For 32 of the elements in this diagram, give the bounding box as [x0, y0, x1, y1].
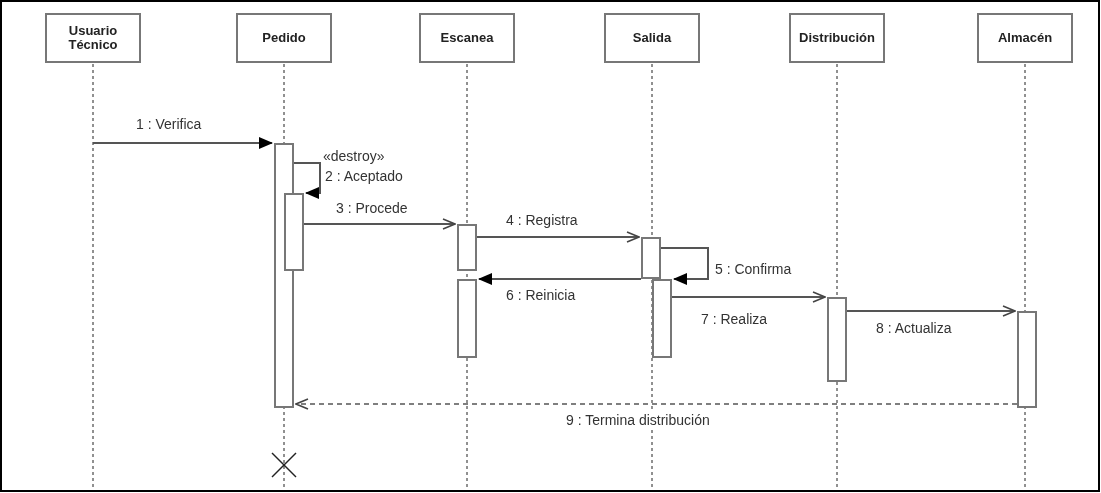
- edge-label: 6 : Reinicia: [505, 287, 577, 303]
- edge-label: 1 : Verifica: [135, 116, 203, 132]
- participant-box: Pedido: [236, 13, 332, 63]
- edge-label: 5 : Confirma: [714, 261, 793, 277]
- participant-box: Almacén: [977, 13, 1073, 63]
- edge-label: 7 : Realiza: [700, 311, 769, 327]
- message-arrow: [846, 305, 1016, 317]
- activation-bar: [827, 297, 847, 382]
- message-arrow: [671, 291, 826, 303]
- stereotype-label: «destroy»: [322, 148, 386, 164]
- participant-box: Salida: [604, 13, 700, 63]
- message-arrow: [478, 273, 642, 285]
- edge-label: 9 : Termina distribución: [565, 412, 711, 428]
- edge-label: 2 : Aceptado: [324, 168, 404, 184]
- activation-bar: [652, 279, 672, 358]
- message-arrow: [303, 218, 456, 230]
- message-arrow: [476, 231, 640, 243]
- participant-box: Escanea: [419, 13, 515, 63]
- edge-label: 4 : Registra: [505, 212, 579, 228]
- message-arrow: [92, 137, 273, 149]
- activation-bar: [1017, 311, 1037, 408]
- self-message-arrow: [660, 247, 709, 285]
- activation-bar: [457, 279, 477, 358]
- activation-bar: [641, 237, 661, 279]
- activation-bar: [457, 224, 477, 271]
- edge-label: 8 : Actualiza: [875, 320, 953, 336]
- participant-box: Distribución: [789, 13, 885, 63]
- edge-label: 3 : Procede: [335, 200, 409, 216]
- participant-box: Usuario Técnico: [45, 13, 141, 63]
- self-message-arrow: [293, 162, 321, 199]
- activation-bar: [284, 193, 304, 271]
- return-arrow: [295, 398, 1018, 410]
